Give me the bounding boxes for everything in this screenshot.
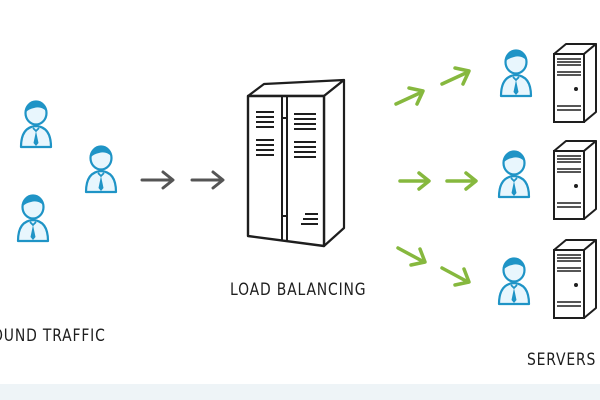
servers-label: SERVERS <box>527 350 597 370</box>
user-icon <box>84 145 118 194</box>
arrow-right-icon <box>396 246 427 267</box>
bottom-strip <box>0 384 600 400</box>
inbound-traffic-label: OUND TRAFFIC <box>0 326 106 346</box>
arrow-right-icon <box>440 66 471 86</box>
server-tower-icon <box>553 43 597 123</box>
arrow-right-icon <box>394 86 425 106</box>
arrow-right-icon <box>140 170 175 190</box>
load-balancing-label: LOAD BALANCING <box>230 280 367 300</box>
arrow-right-icon <box>440 266 471 287</box>
arrow-right-icon <box>398 171 431 191</box>
user-icon <box>16 194 50 243</box>
user-icon <box>497 150 531 199</box>
user-icon <box>497 257 531 306</box>
arrow-right-icon <box>445 171 478 191</box>
server-tower-icon <box>553 239 597 319</box>
load-balancer-server-icon <box>246 78 346 248</box>
user-icon <box>499 49 533 98</box>
server-tower-icon <box>553 140 597 220</box>
user-icon <box>19 100 53 149</box>
arrow-right-icon <box>190 170 225 190</box>
